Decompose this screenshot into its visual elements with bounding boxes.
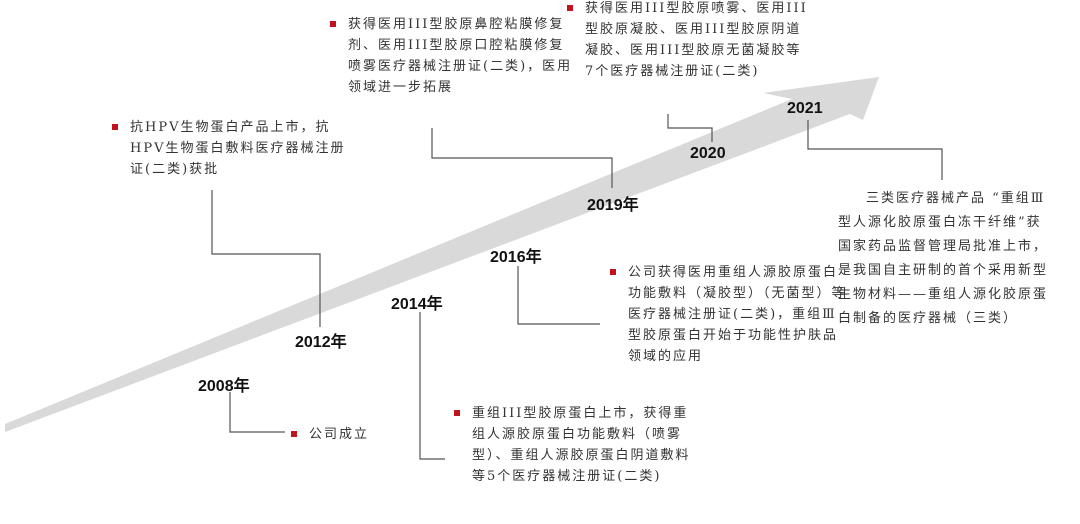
bullet-icon <box>112 124 118 130</box>
event-2019-text: 获得医用III型胶原鼻腔粘膜修复剂、医用III型胶原口腔粘膜修复喷雾医疗器械注册… <box>348 17 573 95</box>
bullet-icon <box>567 5 573 11</box>
year-2021-label: 2021 <box>787 100 823 117</box>
year-2020-label: 2020 <box>690 145 726 162</box>
year-2012-label: 2012年 <box>295 334 347 351</box>
bullet-icon <box>454 410 460 416</box>
connector-2021 <box>807 120 943 180</box>
year-2014-label: 2014年 <box>391 296 443 313</box>
connector-2019 <box>431 128 613 188</box>
connector-2008 <box>229 392 285 433</box>
timeline-arrow <box>5 77 879 432</box>
year-2016-label: 2016年 <box>490 249 542 266</box>
bullet-icon <box>610 269 616 275</box>
event-2008: 公司成立 <box>289 424 429 445</box>
connector-2020 <box>667 114 713 142</box>
event-2014: 重组III型胶原蛋白上市，获得重组人源胶原蛋白功能敷料（喷雾型）、重组人源胶原蛋… <box>452 403 692 487</box>
event-2019: 获得医用III型胶原鼻腔粘膜修复剂、医用III型胶原口腔粘膜修复喷雾医疗器械注册… <box>328 14 573 98</box>
event-2016-text: 公司获得医用重组人源胶原蛋白功能敷料（凝胶型）（无菌型）等医疗器械注册证(二类)… <box>628 265 847 364</box>
bullet-icon <box>291 431 297 437</box>
event-2021-text: 三类医疗器械产品 “重组Ⅲ型人源化胶原蛋白冻干纤维”获国家药品监督管理局批准上市… <box>838 191 1049 326</box>
event-2021: 三类医疗器械产品 “重组Ⅲ型人源化胶原蛋白冻干纤维”获国家药品监督管理局批准上市… <box>838 187 1050 331</box>
connector-2016 <box>517 266 600 325</box>
event-2012-text: 抗HPV生物蛋白产品上市，抗HPV生物蛋白敷料医疗器械注册证(二类)获批 <box>130 120 346 177</box>
connector-2014 <box>419 312 445 460</box>
event-2020: 获得医用III型胶原喷雾、医用III型胶原凝胶、医用III型胶原阴道凝胶、医用I… <box>565 0 810 82</box>
event-2016: 公司获得医用重组人源胶原蛋白功能敷料（凝胶型）（无菌型）等医疗器械注册证(二类)… <box>608 262 848 367</box>
event-2012: 抗HPV生物蛋白产品上市，抗HPV生物蛋白敷料医疗器械注册证(二类)获批 <box>110 117 350 180</box>
year-2019-label: 2019年 <box>587 197 639 214</box>
event-2020-text: 获得医用III型胶原喷雾、医用III型胶原凝胶、医用III型胶原阴道凝胶、医用I… <box>585 1 808 79</box>
connector-2012 <box>211 190 321 327</box>
bullet-icon <box>330 21 336 27</box>
event-2014-text: 重组III型胶原蛋白上市，获得重组人源胶原蛋白功能敷料（喷雾型）、重组人源胶原蛋… <box>472 406 691 484</box>
event-2008-text: 公司成立 <box>309 427 370 442</box>
year-2008-label: 2008年 <box>198 378 250 395</box>
